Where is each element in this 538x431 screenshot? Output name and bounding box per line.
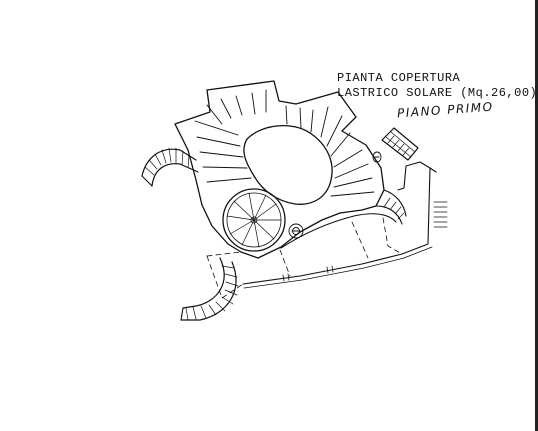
inner-courtyard-outline [243, 124, 333, 205]
roof-radial-lines [194, 89, 375, 197]
drawing-title: PIANTA COPERTURA [337, 71, 461, 85]
east-wing-wall-return [429, 167, 437, 173]
spiral-staircase [222, 188, 286, 252]
first-floor-perimeter-inner [243, 246, 433, 289]
east-exterior-stair [433, 201, 448, 228]
south-west-curved-stair [180, 257, 239, 321]
east-wing-wall [397, 165, 407, 191]
north-east-stair [381, 127, 419, 161]
drawing-subtitle-area: LASTRICO SOLARE (Mq.26,00) [337, 86, 538, 100]
perimeter-window-marks [282, 265, 334, 282]
round-skylight [288, 223, 304, 239]
first-floor-perimeter [242, 161, 431, 285]
roof-outer-outline [174, 80, 385, 259]
dashed-floor-below [206, 217, 403, 299]
north-west-curved-stair [141, 147, 199, 187]
east-stair-curve [375, 189, 407, 225]
page-edge-border [535, 0, 538, 431]
curved-corridor-edge [280, 213, 397, 249]
east-stair-treads [383, 197, 405, 220]
vent-symbol [372, 151, 382, 163]
